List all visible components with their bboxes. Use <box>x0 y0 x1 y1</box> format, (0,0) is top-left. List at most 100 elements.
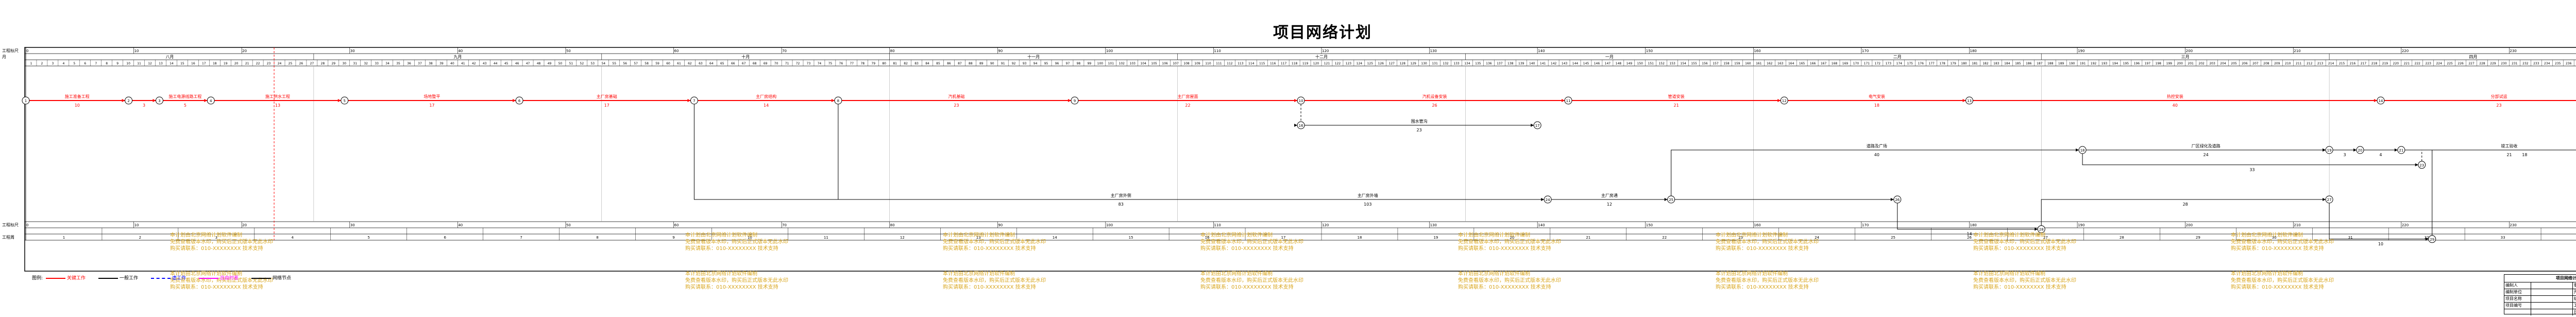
day-label: 165 <box>1799 62 1805 65</box>
watermark: 本计划由北京网络计划软件编制免费查看版本水印，购买后正式版本无此水印购买请联系：… <box>2231 232 2334 252</box>
legend-title: 图例: <box>32 276 43 281</box>
task-arrowhead <box>2323 198 2326 201</box>
task-duration: 13 <box>275 103 280 108</box>
task-arrowhead <box>152 99 156 102</box>
watermark: 本计划由北京网络计划软件编制免费查看版本水印，购买后正式版本无此水印购买请联系：… <box>1200 232 1303 252</box>
bottom-tick-label: 60 <box>674 223 679 227</box>
task-arrowhead <box>1890 198 1894 201</box>
task-name: 主厂房屋面 <box>1178 94 1198 99</box>
day-label: 157 <box>1713 62 1719 65</box>
day-label: 121 <box>1324 62 1330 65</box>
task-name: 汽机设备安装 <box>1422 94 1447 99</box>
day-label: 3 <box>52 62 54 65</box>
top-tick-label: 80 <box>890 49 895 53</box>
node-number: 28 <box>2039 228 2044 232</box>
watermark: 本计划由北京网络计划软件编制免费查看版本水印，购买后正式版本无此水印购买请联系：… <box>1458 232 1561 252</box>
network-node <box>1667 195 1675 204</box>
network-node <box>1564 96 1572 105</box>
day-label: 35 <box>396 62 400 65</box>
task-duration: 28 <box>2183 202 2188 207</box>
top-tick-label: 0 <box>26 49 28 53</box>
day-label: 75 <box>828 62 833 65</box>
day-label: 58 <box>645 62 649 65</box>
day-label: 92 <box>1012 62 1016 65</box>
day-label: 200 <box>2177 62 2183 65</box>
day-label: 145 <box>1583 62 1589 65</box>
watermark-line: 免费查看版本水印，购买后正式版本无此水印 <box>1458 278 1561 283</box>
day-label: 41 <box>461 62 465 65</box>
watermark-line: 购买请联系：010-XXXXXXXX 技术支持 <box>170 285 263 290</box>
title-block-cell: 项目名称 <box>2504 296 2532 302</box>
day-label: 211 <box>2296 62 2302 65</box>
day-label: 143 <box>1562 62 1568 65</box>
task-duration: 4 <box>2379 153 2382 157</box>
day-label: 112 <box>1227 62 1233 65</box>
title-block-cell: 日期 <box>2573 309 2576 315</box>
day-label: 198 <box>2156 62 2162 65</box>
bottom-tick-label: 200 <box>2186 223 2193 227</box>
network-node <box>2037 225 2045 233</box>
day-label: 42 <box>472 62 476 65</box>
day-label: 190 <box>2069 62 2075 65</box>
day-label: 28 <box>321 62 325 65</box>
week-label: 30 <box>2272 236 2277 240</box>
watermark: 本计划由北京网络计划软件编制免费查看版本水印，购买后正式版本无此水印购买请联系：… <box>1716 271 1819 291</box>
task-duration: 3 <box>2344 153 2346 157</box>
day-label: 149 <box>1626 62 1633 65</box>
week-label: 10 <box>748 236 752 240</box>
day-label: 167 <box>1821 62 1827 65</box>
day-label: 139 <box>1518 62 1524 65</box>
node-number: 14 <box>2378 99 2383 103</box>
watermark-line: 免费查看版本水印，购买后正式版本无此水印 <box>943 278 1046 283</box>
day-label: 52 <box>580 62 584 65</box>
day-label: 235 <box>2555 62 2561 65</box>
day-label: 147 <box>1605 62 1611 65</box>
day-label: 224 <box>2436 62 2442 65</box>
day-label: 79 <box>871 62 875 65</box>
day-label: 54 <box>601 62 605 65</box>
day-label: 78 <box>860 62 865 65</box>
day-label: 94 <box>1033 62 1038 65</box>
legend-item: 一般工作 <box>97 274 138 281</box>
day-label: 98 <box>1077 62 1081 65</box>
day-label: 10 <box>126 62 130 65</box>
day-label: 116 <box>1270 62 1276 65</box>
watermark-line: 本计划由北京网络计划软件编制 <box>170 271 242 277</box>
task-duration: 40 <box>1874 153 1879 157</box>
watermark: 本计划由北京网络计划软件编制免费查看版本水印，购买后正式版本无此水印购买请联系：… <box>943 271 1046 291</box>
top-tick-label: 210 <box>2294 49 2300 53</box>
watermark-line: 本计划由北京网络计划软件编制 <box>1200 271 1273 277</box>
day-label: 172 <box>1875 62 1881 65</box>
week-label: 1 <box>63 236 65 240</box>
day-label: 156 <box>1702 62 1708 65</box>
network-node <box>1533 121 1541 129</box>
day-label: 137 <box>1497 62 1503 65</box>
top-tick-label: 60 <box>674 49 679 53</box>
day-label: 169 <box>1842 62 1849 65</box>
task-duration: 23 <box>2496 103 2501 108</box>
node-number: 11 <box>1566 99 1571 103</box>
day-label: 12 <box>148 62 152 65</box>
watermark-line: 购买请联系：010-XXXXXXXX 技术支持 <box>943 246 1036 252</box>
watermark-line: 免费查看版本水印，购买后正式版本无此水印 <box>2231 239 2334 245</box>
day-label: 201 <box>2188 62 2194 65</box>
day-label: 159 <box>1734 62 1740 65</box>
task-duration: 21 <box>2506 153 2512 157</box>
day-label: 103 <box>1130 62 1136 65</box>
network-node <box>155 96 163 105</box>
day-label: 95 <box>1044 62 1048 65</box>
week-label: 4 <box>292 236 294 240</box>
day-label: 123 <box>1346 62 1352 65</box>
day-label: 131 <box>1432 62 1438 65</box>
day-label: 199 <box>2166 62 2173 65</box>
day-label: 86 <box>947 62 951 65</box>
day-label: 164 <box>1788 62 1794 65</box>
task-duration: 10 <box>2378 242 2383 246</box>
day-label: 176 <box>1918 62 1924 65</box>
watermark-line: 本计划由北京网络计划软件编制 <box>943 271 1015 277</box>
watermark-line: 本计划由北京网络计划软件编制 <box>2231 271 2303 277</box>
node-number: 20 <box>2358 148 2363 153</box>
day-label: 232 <box>2522 62 2529 65</box>
task-name: 分部试运 <box>2490 94 2507 99</box>
week-label: 2 <box>139 236 141 240</box>
